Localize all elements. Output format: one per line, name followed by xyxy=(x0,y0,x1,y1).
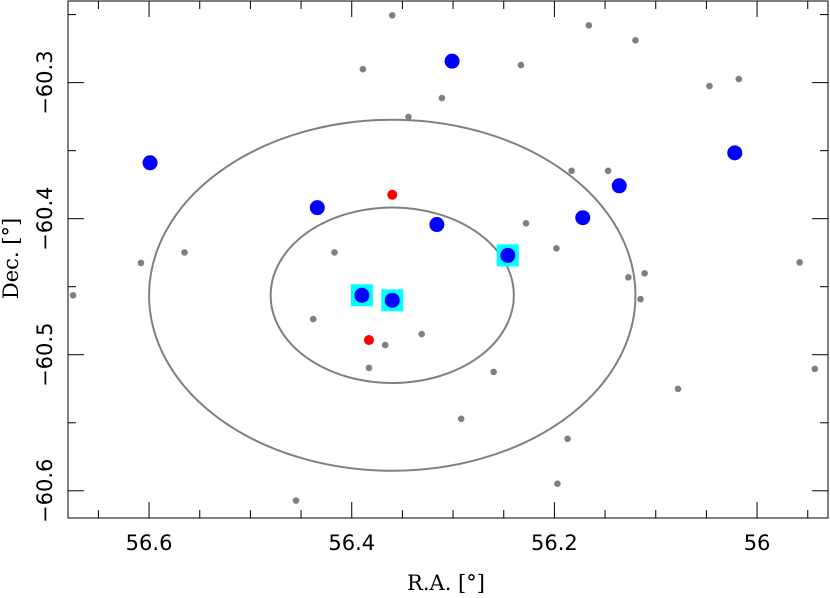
outer-ellipse xyxy=(148,118,637,472)
gray-point xyxy=(637,295,644,303)
gray-point xyxy=(553,245,560,252)
plot-frame xyxy=(67,0,829,519)
gray-point xyxy=(796,259,803,266)
gray-point xyxy=(811,365,819,373)
blue-point xyxy=(575,210,591,226)
gray-point xyxy=(418,330,425,338)
gray-point xyxy=(490,368,497,376)
gray-point xyxy=(181,249,188,256)
gray-point xyxy=(388,11,396,19)
y-tick-label: −60.6 xyxy=(33,459,57,523)
blue-point xyxy=(429,217,445,233)
gray-point xyxy=(517,61,525,69)
gray-point xyxy=(309,315,317,323)
gray-point xyxy=(674,385,682,393)
blue-point xyxy=(611,178,627,194)
gray-point xyxy=(365,364,373,372)
blue-point xyxy=(727,145,743,161)
gray-point xyxy=(359,65,367,73)
blue-point xyxy=(384,292,400,308)
y-tick-label: −60.4 xyxy=(33,187,57,251)
blue-point xyxy=(500,247,516,263)
gray-point xyxy=(641,270,648,277)
blue-point xyxy=(444,53,460,69)
gray-point xyxy=(69,291,77,299)
blue-point xyxy=(142,155,158,171)
red-point xyxy=(387,189,398,200)
red-point xyxy=(363,335,374,346)
gray-point xyxy=(735,75,743,83)
gray-point xyxy=(137,259,145,267)
gray-point xyxy=(632,37,639,44)
gray-point xyxy=(331,249,338,256)
blue-point xyxy=(309,200,325,216)
gray-point xyxy=(604,167,612,175)
gray-point xyxy=(522,220,530,227)
x-tick-label: 56 xyxy=(744,531,771,555)
gray-point xyxy=(457,415,465,423)
gray-point xyxy=(564,435,571,443)
gray-point xyxy=(405,113,412,121)
gray-point xyxy=(706,82,713,90)
gray-point xyxy=(381,341,389,349)
inner-ellipse xyxy=(269,206,515,385)
x-tick-label: 56.4 xyxy=(328,531,375,555)
gray-point xyxy=(625,274,632,281)
y-tick-label: −60.5 xyxy=(33,323,57,387)
x-tick-label: 56.2 xyxy=(531,531,578,555)
y-tick-label: −60.3 xyxy=(33,50,57,114)
gray-point xyxy=(438,94,446,102)
x-tick-label: 56.6 xyxy=(126,531,173,555)
gray-point xyxy=(585,22,593,29)
gray-point xyxy=(554,480,561,488)
y-axis-label: Dec. [°] xyxy=(0,218,23,299)
gray-point xyxy=(292,497,300,504)
gray-point xyxy=(568,167,575,175)
x-axis-label: R.A. [°] xyxy=(407,571,485,595)
blue-point xyxy=(354,287,370,303)
